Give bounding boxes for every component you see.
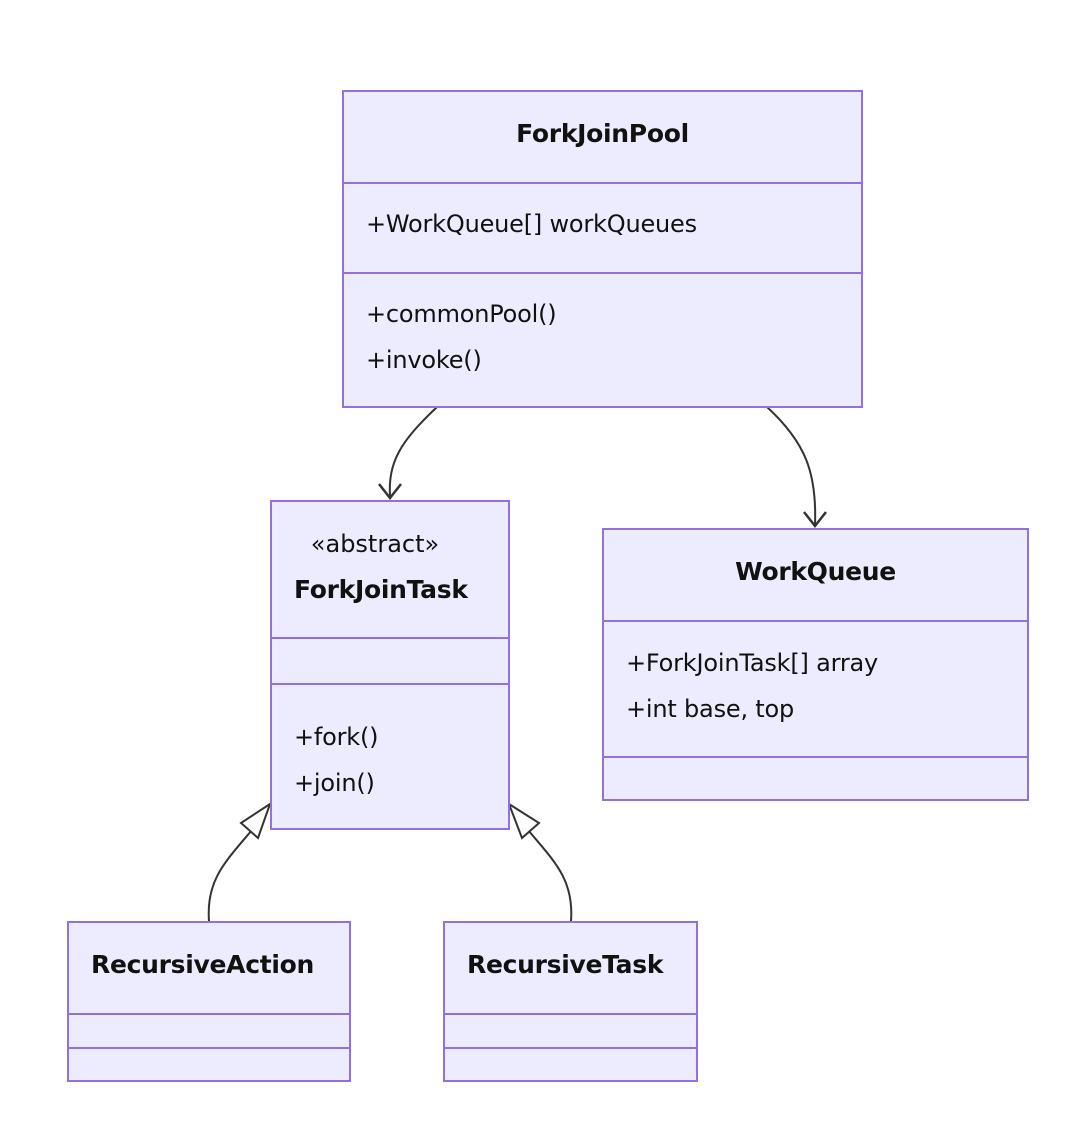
forkjointask-method: +join() <box>294 769 375 797</box>
class-forkjoinpool[interactable]: ForkJoinPool +WorkQueue[] workQueues +co… <box>342 90 863 408</box>
recursiveaction-attributes-compartment <box>69 1013 349 1047</box>
forkjointask-stereotype: «abstract» <box>310 530 440 558</box>
class-recursiveaction[interactable]: RecursiveAction <box>67 921 351 1082</box>
recursivetask-methods-compartment <box>445 1047 696 1082</box>
workqueue-attributes-compartment: +ForkJoinTask[] array +int base, top <box>604 620 1027 756</box>
workqueue-attribute: +int base, top <box>626 695 795 723</box>
forkjoinpool-name: ForkJoinPool <box>516 119 689 148</box>
recursivetask-name-compartment: RecursiveTask <box>445 923 696 1013</box>
forkjoinpool-attributes-compartment: +WorkQueue[] workQueues <box>344 182 861 272</box>
workqueue-name-compartment: WorkQueue <box>604 530 1027 620</box>
forkjoinpool-method: +invoke() <box>366 346 482 374</box>
forkjointask-name: ForkJoinTask <box>294 575 468 604</box>
inheritance-triangle-right <box>506 801 541 840</box>
workqueue-name: WorkQueue <box>735 557 896 586</box>
recursiveaction-name-compartment: RecursiveAction <box>69 923 349 1013</box>
forkjoinpool-methods-compartment: +commonPool() +invoke() <box>344 272 861 408</box>
forkjoinpool-method: +commonPool() <box>366 300 557 328</box>
arrowhead-forkjointask <box>378 483 402 501</box>
forkjointask-methods-compartment: +fork() +join() <box>272 683 508 830</box>
arrowhead-workqueue <box>803 511 827 529</box>
forkjointask-name-compartment: «abstract» ForkJoinTask <box>272 502 508 637</box>
forkjointask-attributes-compartment <box>272 637 508 683</box>
inheritance-triangle-left <box>239 801 272 840</box>
recursiveaction-name: RecursiveAction <box>91 950 315 979</box>
forkjoinpool-name-compartment: ForkJoinPool <box>344 92 861 182</box>
class-recursivetask[interactable]: RecursiveTask <box>443 921 698 1082</box>
class-workqueue[interactable]: WorkQueue +ForkJoinTask[] array +int bas… <box>602 528 1029 801</box>
forkjoinpool-attribute: +WorkQueue[] workQueues <box>366 210 697 238</box>
recursiveaction-methods-compartment <box>69 1047 349 1082</box>
recursivetask-name: RecursiveTask <box>467 950 664 979</box>
edge-recursivetask-to-forkjointask <box>527 829 573 922</box>
edge-recursiveaction-to-forkjointask <box>207 829 253 922</box>
edge-forkjoinpool-to-workqueue <box>766 406 817 526</box>
recursivetask-attributes-compartment <box>445 1013 696 1047</box>
edge-forkjoinpool-to-forkjointask <box>388 406 438 498</box>
class-forkjointask[interactable]: «abstract» ForkJoinTask +fork() +join() <box>270 500 510 830</box>
workqueue-attribute: +ForkJoinTask[] array <box>626 649 879 677</box>
workqueue-methods-compartment <box>604 756 1027 801</box>
forkjointask-method: +fork() <box>294 723 379 751</box>
